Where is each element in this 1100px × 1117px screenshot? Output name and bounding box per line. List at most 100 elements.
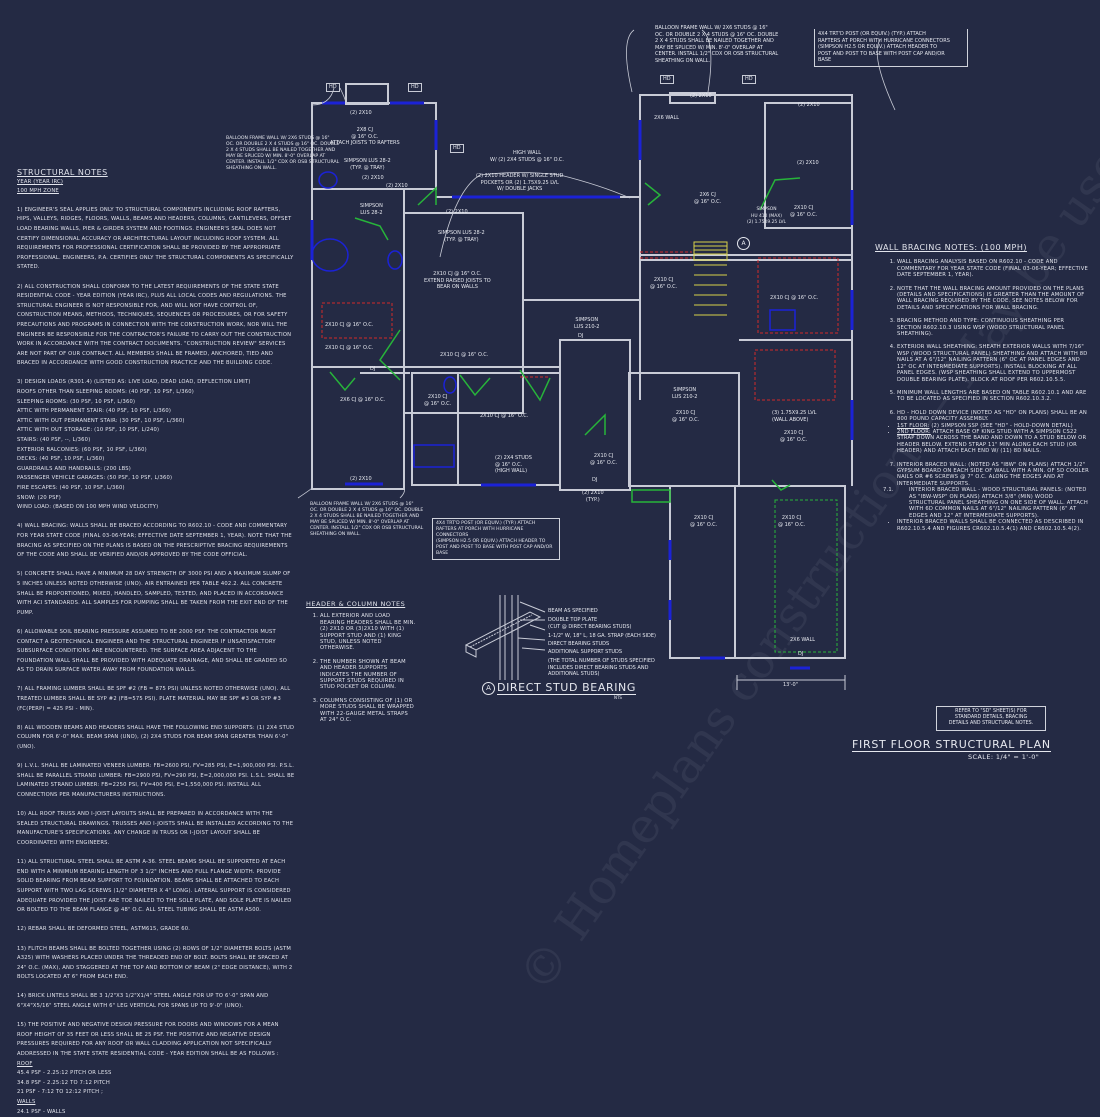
plan-label: 2x10 CJ @ 16" O.C. xyxy=(480,413,529,419)
balloon-frame-note: BALLOON FRAME WALL w/ 2x6 STUDS @ 16" OC… xyxy=(310,502,424,537)
note-15: 15) THE POSITIVE AND NEGATIVE DESIGN PRE… xyxy=(17,1022,279,1058)
detail-callout: BEAM AS SPECIFIED xyxy=(548,608,598,614)
hd-note: HD - HOLD DOWN DEVICE (NOTED AS "HD" ON … xyxy=(897,409,1087,423)
plan-label: SIMPSON LUS 28-2 xyxy=(360,203,383,216)
hd-tag: HD xyxy=(742,75,756,84)
plan-label: 2x10 CJ @ 16" O.C. xyxy=(325,322,374,328)
plan-label: 2x10 CJ @ 16" O.C. xyxy=(770,295,819,301)
wall xyxy=(734,485,846,659)
plan-label: (2) 2x10 xyxy=(350,476,372,482)
hd-2nd-floor-label: 2ND FLOOR: xyxy=(897,428,931,435)
plan-scale: SCALE: 1/4" = 1'-0" xyxy=(968,753,1040,761)
wall xyxy=(669,485,736,659)
roof-line: 21 PSF - 7:12 TO 12:12 PITCH ; xyxy=(17,1089,104,1096)
plan-label: 2x8 CJ @ 16" O.C. ATTACH JOISTS TO RAFTE… xyxy=(330,127,400,146)
wall xyxy=(345,83,389,105)
plan-label: (3) 1.75x9.25 LVL (WALL ABOVE) xyxy=(772,410,817,423)
plan-label: HIGH WALL w/ (2) 2x4 STUDS @ 16" O.C. xyxy=(490,150,565,163)
header-column-notes: HEADER & COLUMN NOTES ALL EXTERIOR AND L… xyxy=(306,601,416,731)
leader-curves xyxy=(297,29,896,499)
roof-line: 45.4 PSF - 2.25:12 PITCH OR LESS xyxy=(17,1070,112,1077)
plan-label: DJ xyxy=(592,477,598,483)
bracing-note: BRACING METHOD AND TYPE: CONTINUOUS SHEA… xyxy=(897,318,1090,337)
plan-label: (2) 2x10 HEADER W/ SINGLE STUD POCKETS O… xyxy=(476,173,564,192)
wall-bracing-notes: WALL BRACING NOTES: (100 MPH) WALL BRACI… xyxy=(875,243,1090,539)
detail-title-text: DIRECT STUD BEARING xyxy=(497,681,636,695)
note-13: 13) FLITCH BEAMS SHALL BE BOLTED TOGETHE… xyxy=(17,945,293,981)
wall xyxy=(669,92,716,104)
code-year: YEAR (YEAR IRC) xyxy=(17,178,64,185)
plan-label: 2x10 CJ @ 16" O.C. xyxy=(325,345,374,351)
plan-label: 2x6 CJ @ 16" O.C. xyxy=(694,192,722,205)
detail-scale: NTS xyxy=(614,695,622,700)
detail-callout: ADDITIONAL SUPPORT STUDS xyxy=(548,649,623,655)
dimension-line xyxy=(736,675,846,690)
plan-label: 2x10 CJ @ 16" O.C. xyxy=(650,277,678,290)
header-note: THE NUMBER SHOWN AT BEAM AND HEADER SUPP… xyxy=(320,659,416,691)
plan-label: (2) 2x10 xyxy=(350,110,372,116)
hd-tag: HD xyxy=(326,83,340,92)
ibw-connection-note: INTERIOR BRACED WALLS SHALL BE CONNECTED… xyxy=(897,519,1090,532)
structural-notes-title: STRUCTURAL NOTES xyxy=(17,168,108,177)
note-7: 7) ALL FRAMING LUMBER SHALL BE SPF #2 (F… xyxy=(17,686,291,712)
plan-label: 2x6 WALL xyxy=(654,115,680,121)
note-12: 12) REBAR SHALL BE DEFORMED STEEL, ASTM6… xyxy=(17,926,191,933)
plan-label: (2) 2x4 STUDS @ 16" O.C. (HIGH WALL) xyxy=(495,455,532,474)
sub-7-1: INTERIOR BRACED WALL - WOOD STRUCTURAL P… xyxy=(909,487,1088,519)
wall xyxy=(411,372,561,486)
note-5: 5) CONCRETE SHALL HAVE A MINIMUM 28 DAY … xyxy=(17,571,291,616)
hd-tag: HD xyxy=(450,144,464,153)
note-2: 2) ALL CONSTRUCTION SHALL CONFORM TO THE… xyxy=(17,283,292,367)
plan-label: 2x10 CJ @ 16" O.C. EXTEND RAISED JOISTS … xyxy=(424,271,491,290)
walls-heading: WALLS xyxy=(17,1099,36,1105)
detail-callout: DIRECT BEARING STUDS xyxy=(548,641,610,647)
sub-7-1-number: 7.1. xyxy=(883,487,894,494)
fixtures xyxy=(311,171,796,468)
plan-label: SIMPSON LUS 210-2 xyxy=(574,317,600,330)
bracing-note: WALL BRACING ANALYSIS BASED ON R602.10 -… xyxy=(897,259,1090,278)
porch-post-note: 4x4 TRT'D POST (OR EQUIV.) (TYP.) ATTACH… xyxy=(432,518,560,560)
floor-plan xyxy=(297,29,896,690)
plan-label: SIMPSON LUS 28-2 (TYP. @ TRAY) xyxy=(344,158,391,171)
dashed-lines xyxy=(321,251,839,401)
refer-note: REFER TO "SD" SHEET(S) FOR STANDARD DETA… xyxy=(936,706,1046,731)
roof-heading: ROOF xyxy=(17,1060,33,1067)
detail-callout: 1-1/2" W, 18" L, 18 GA. STRAP (EACH SIDE… xyxy=(548,633,657,639)
plan-label: DJ xyxy=(578,333,584,339)
stair xyxy=(693,241,728,316)
plan-label: SIMPSON LUS 210-2 xyxy=(672,387,698,400)
plan-label: (2) 2x10 xyxy=(797,160,819,166)
plan-title: FIRST FLOOR STRUCTURAL PLAN xyxy=(852,738,1051,752)
plan-label: 2x10 CJ @ 16" O.C. xyxy=(690,515,718,528)
bracing-note: EXTERIOR WALL SHEATHING: SHEATH EXTERIOR… xyxy=(897,344,1090,382)
bracing-note: HD - HOLD DOWN DEVICE (NOTED AS "HD" ON … xyxy=(897,410,1090,455)
walls xyxy=(311,83,853,659)
hd-2nd-floor-text: ATTACH BASE OF KING STUD WITH A SIMPSON … xyxy=(897,428,1087,455)
plan-label: DJ xyxy=(370,366,376,372)
header-note: ALL EXTERIOR AND LOAD BEARING HEADERS SH… xyxy=(320,613,416,651)
structural-notes: STRUCTURAL NOTES YEAR (YEAR IRC) 100 mph… xyxy=(17,168,295,1117)
hd-1st-floor-text: (2) SIMPSON SSP (SEE "HD" - HOLD-DOWN DE… xyxy=(929,422,1073,429)
header-note: COLUMNS CONSISTING OF (1) OR MORE STUDS … xyxy=(320,698,416,724)
detail-title: A DIRECT STUD BEARING xyxy=(482,681,636,695)
plan-label: (2) 2x10 xyxy=(798,102,820,108)
plan-label: 2x10 CJ @ 16" O.C. xyxy=(590,453,618,466)
hd-tag: HD xyxy=(408,83,422,92)
plan-label: SIMPSON HU 410 (MAX) (2) 1.75x9.25 LVL xyxy=(747,207,786,225)
plan-label: (2) 2x10 xyxy=(690,93,712,99)
dimension-label: 13'-0" xyxy=(783,682,799,688)
note-11: 11) ALL STRUCTURAL STEEL SHALL BE ASTM A… xyxy=(17,859,292,914)
plan-label: (2) 2x10 xyxy=(446,209,468,215)
roof-line: 34.8 PSF - 2.25:12 TO 7:12 PITCH xyxy=(17,1079,110,1086)
wind-zone: 100 mph ZONE xyxy=(17,188,59,195)
balloon-frame-note: BALLOON FRAME WALL w/ 2x6 STUDS @ 16" OC… xyxy=(655,25,779,64)
bracing-note: NOTE THAT THE WALL BRACING AMOUNT PROVID… xyxy=(897,286,1090,312)
plan-label: 2x6 WALL xyxy=(790,637,816,643)
plan-label: 2x6 CJ @ 16" O.C. xyxy=(340,397,386,403)
plan-label: 2x10 CJ @ 16" O.C. xyxy=(672,410,700,423)
note-1: 1) ENGINEER'S SEAL APPLIES ONLY TO STRUC… xyxy=(17,206,294,271)
wall xyxy=(559,339,631,491)
header-column-title: HEADER & COLUMN NOTES xyxy=(306,600,406,608)
plan-label: 2x10 CJ @ 16" O.C. xyxy=(778,515,806,528)
plan-label: 2x10 CJ @ 16" O.C. xyxy=(780,430,808,443)
